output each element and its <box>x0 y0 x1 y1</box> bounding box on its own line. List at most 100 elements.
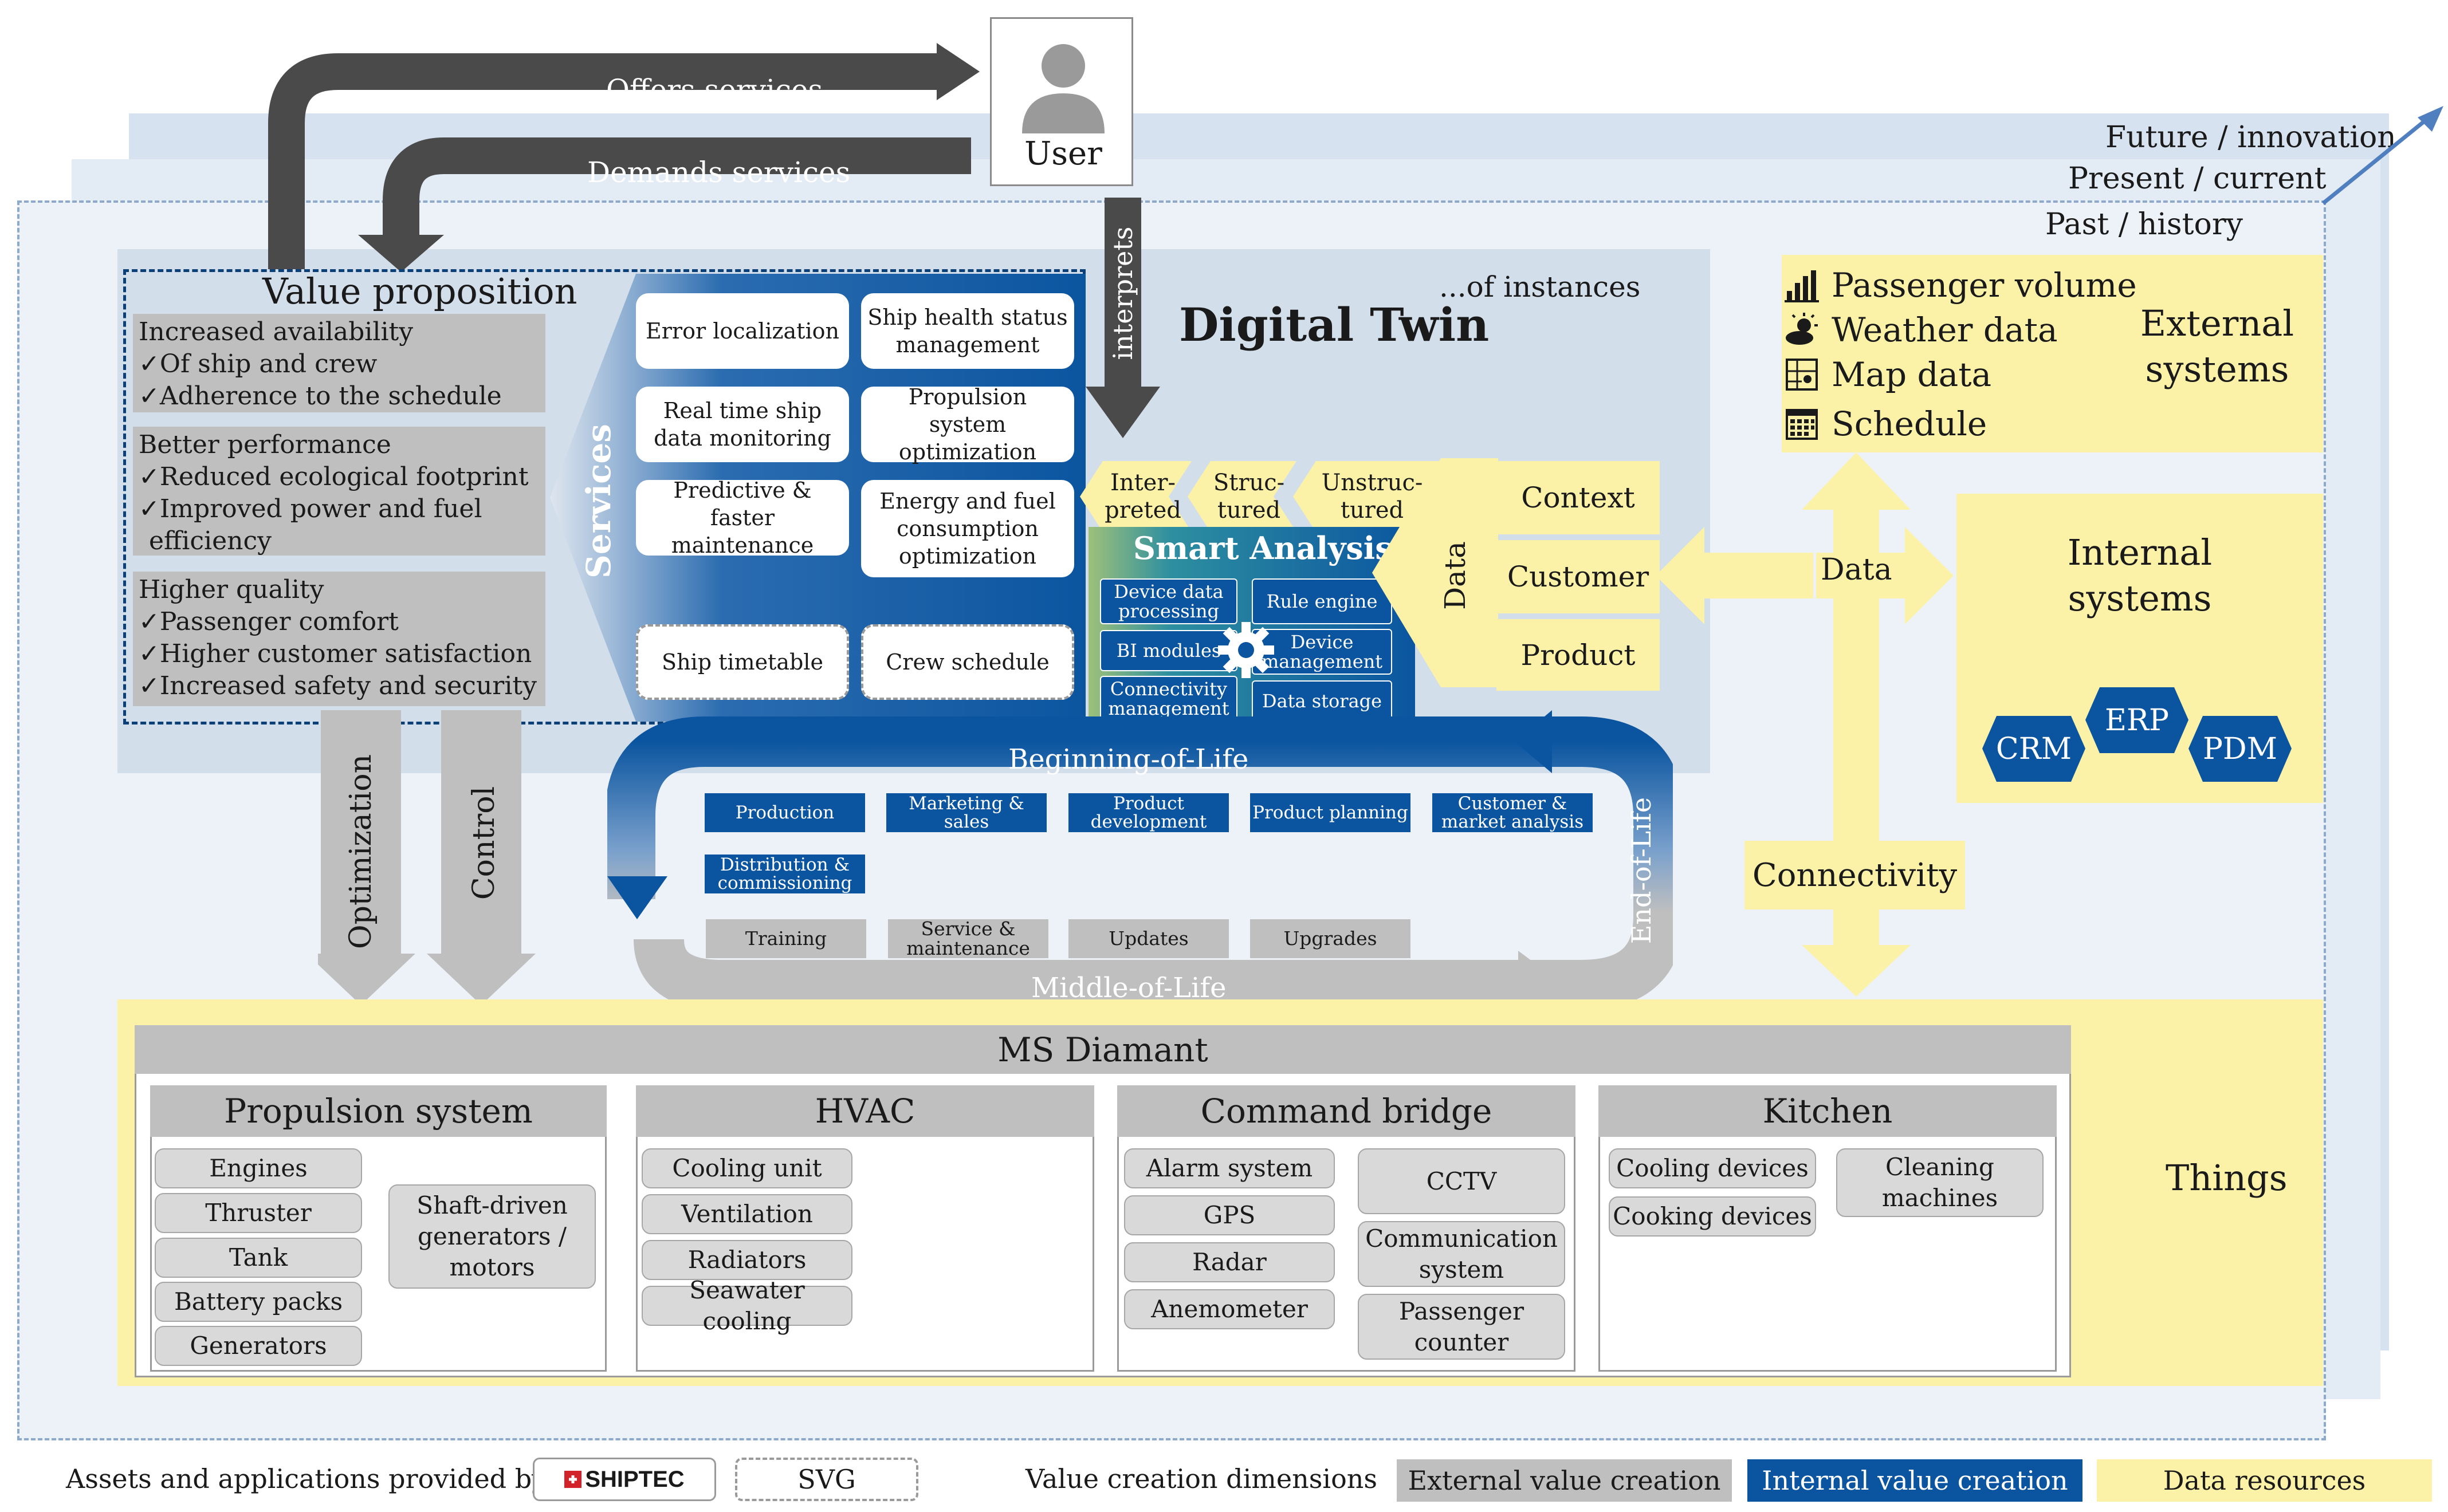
crm-hex[interactable]: CRM <box>1995 731 2072 766</box>
vp-item: ✓Higher customer satisfaction <box>139 639 532 668</box>
person-icon <box>1022 44 1105 133</box>
external-system-item[interactable]: Map data <box>1785 353 2151 396</box>
component-engines[interactable]: Engines <box>155 1148 362 1188</box>
component-gps[interactable]: GPS <box>1124 1195 1335 1235</box>
sa-bi-modules[interactable]: BI modules <box>1100 630 1237 671</box>
vp-item: ✓Reduced ecological footprint <box>139 462 529 491</box>
pdm-hex[interactable]: PDM <box>2203 731 2277 766</box>
component-cooking-devices[interactable]: Cooking devices <box>1609 1196 1816 1237</box>
vp-group-quality: Higher quality ✓Passenger comfort ✓Highe… <box>133 572 545 706</box>
external-systems-panel <box>1782 255 2323 452</box>
interprets-label: interprets <box>1107 226 1138 360</box>
user-label: User <box>1024 135 1102 172</box>
services-label: Services <box>579 424 618 578</box>
sa-rule-engine[interactable]: Rule engine <box>1252 578 1392 624</box>
erp-hex[interactable]: ERP <box>2104 703 2170 738</box>
map-icon <box>1786 358 1818 391</box>
sa-connectivity-management[interactable]: Connectivity management <box>1100 676 1237 722</box>
service-predictive-maintenance[interactable]: Predictive & faster maintenance <box>636 478 849 558</box>
external-system-item[interactable]: Schedule <box>1785 402 2151 445</box>
mol-phase-upgrades[interactable]: Upgrades <box>1250 919 1410 958</box>
product-box[interactable]: Product <box>1496 619 1660 691</box>
service-error-localization[interactable]: Error localization <box>636 293 849 369</box>
component-battery-packs[interactable]: Battery packs <box>155 1282 362 1322</box>
customer-box[interactable]: Customer <box>1496 540 1660 613</box>
vp-item: ✓Adherence to the schedule <box>139 381 502 411</box>
things-label: Things <box>2166 1157 2288 1199</box>
vp-item: ✓Passenger comfort <box>139 607 399 636</box>
component-communication-system[interactable]: Communication system <box>1358 1221 1565 1287</box>
svg-logo: SVG <box>735 1458 918 1501</box>
external-system-item[interactable]: Weather data <box>1785 308 2151 351</box>
optimization-control-arrows <box>318 710 536 1005</box>
external-item-label: Map data <box>1832 355 1992 394</box>
component-seawater-cooling[interactable]: Seawater cooling <box>642 1276 852 1335</box>
bol-phase-market-analysis[interactable]: Customer & market analysis <box>1432 793 1593 832</box>
user-box[interactable]: User <box>990 17 1133 186</box>
vertical-data-arrow <box>1802 452 1911 997</box>
service-energy-optimization[interactable]: Energy and fuel consumption optimization <box>861 480 1074 577</box>
vp-item: ✓Of ship and crew <box>139 349 378 379</box>
vp-item: ✓Increased safety and security <box>139 671 537 700</box>
mol-phase-training[interactable]: Training <box>706 919 866 958</box>
bol-phase-planning[interactable]: Product planning <box>1250 793 1410 832</box>
digital-twin-subtitle: ...of instances <box>1439 270 1641 304</box>
control-label: Control <box>467 786 501 900</box>
service-ship-timetable[interactable]: Ship timetable <box>636 624 849 700</box>
component-passenger-counter[interactable]: Passenger counter <box>1358 1294 1565 1360</box>
data-arrow-label: Data <box>1821 553 1892 587</box>
component-anemometer[interactable]: Anemometer <box>1124 1289 1335 1329</box>
vp-group-performance: Better performance ✓Reduced ecological f… <box>133 427 545 556</box>
component-tank[interactable]: Tank <box>155 1238 362 1278</box>
sa-device-data-processing[interactable]: Device data processing <box>1100 578 1237 624</box>
connectivity-box: Connectivity <box>1744 841 1965 909</box>
component-radar[interactable]: Radar <box>1124 1242 1335 1282</box>
component-shaft-driven[interactable]: Shaft-driven generators / motors <box>388 1184 596 1289</box>
sa-device-management[interactable]: Device management <box>1252 629 1392 675</box>
sa-data-storage[interactable]: Data storage <box>1252 680 1392 722</box>
context-box[interactable]: Context <box>1496 461 1660 534</box>
data-context-connector <box>1372 458 1498 687</box>
beginning-of-life-label: Beginning-of-Life <box>1008 743 1249 775</box>
ship-title: MS Diamant <box>135 1025 2071 1074</box>
legend-dimensions-label: Value creation dimensions <box>1025 1463 1378 1494</box>
category-propulsion: Propulsion system <box>150 1085 607 1137</box>
component-thruster[interactable]: Thruster <box>155 1193 362 1233</box>
external-systems-title: External systems <box>2140 302 2294 390</box>
shiptec-logo: SHIPTEC <box>533 1458 716 1501</box>
shiptec-logo-text: SHIPTEC <box>585 1466 685 1492</box>
mol-phase-service[interactable]: Service & maintenance <box>888 919 1048 958</box>
data-type-interpreted: Inter- preted <box>1105 470 1181 523</box>
data-label-vertical: Data <box>1439 541 1472 610</box>
legend-external-value: External value creation <box>1397 1459 1732 1502</box>
bol-phase-marketing[interactable]: Marketing & sales <box>886 793 1047 832</box>
bol-phase-development[interactable]: Product development <box>1068 793 1229 832</box>
service-ship-health[interactable]: Ship health status management <box>861 293 1074 369</box>
legend-assets-label: Assets and applications provided by <box>66 1463 547 1494</box>
component-cleaning-machines[interactable]: Cleaning machines <box>1836 1148 2044 1217</box>
component-cctv[interactable]: CCTV <box>1358 1148 1565 1214</box>
offers-services-label: Offers services <box>606 73 823 107</box>
service-propulsion-optimization[interactable]: Propulsion system optimization <box>861 384 1074 464</box>
component-generators[interactable]: Generators <box>155 1326 362 1366</box>
component-ventilation[interactable]: Ventilation <box>642 1194 852 1234</box>
external-item-label: Schedule <box>1832 404 1987 443</box>
external-item-label: Weather data <box>1832 310 2058 349</box>
component-cooling-unit[interactable]: Cooling unit <box>642 1148 852 1188</box>
component-alarm-system[interactable]: Alarm system <box>1124 1148 1335 1188</box>
component-cooling-devices[interactable]: Cooling devices <box>1609 1148 1816 1188</box>
bol-phase-distribution[interactable]: Distribution & commissioning <box>705 855 865 893</box>
category-command-bridge: Command bridge <box>1117 1085 1575 1137</box>
legend-internal-value: Internal value creation <box>1747 1459 2082 1502</box>
component-radiators[interactable]: Radiators <box>642 1240 852 1280</box>
service-crew-schedule[interactable]: Crew schedule <box>861 624 1074 700</box>
mol-phase-updates[interactable]: Updates <box>1068 919 1229 958</box>
service-realtime-monitoring[interactable]: Real time ship data monitoring <box>636 387 849 462</box>
vp-heading: Increased availability <box>139 317 414 346</box>
calendar-icon <box>1786 408 1818 440</box>
legend-data-resources: Data resources <box>2097 1459 2432 1502</box>
bol-phase-production[interactable]: Production <box>705 793 865 832</box>
category-kitchen: Kitchen <box>1598 1085 2057 1137</box>
external-system-item[interactable]: Passenger volume <box>1785 263 2151 306</box>
middle-of-life-label: Middle-of-Life <box>1031 972 1227 1004</box>
